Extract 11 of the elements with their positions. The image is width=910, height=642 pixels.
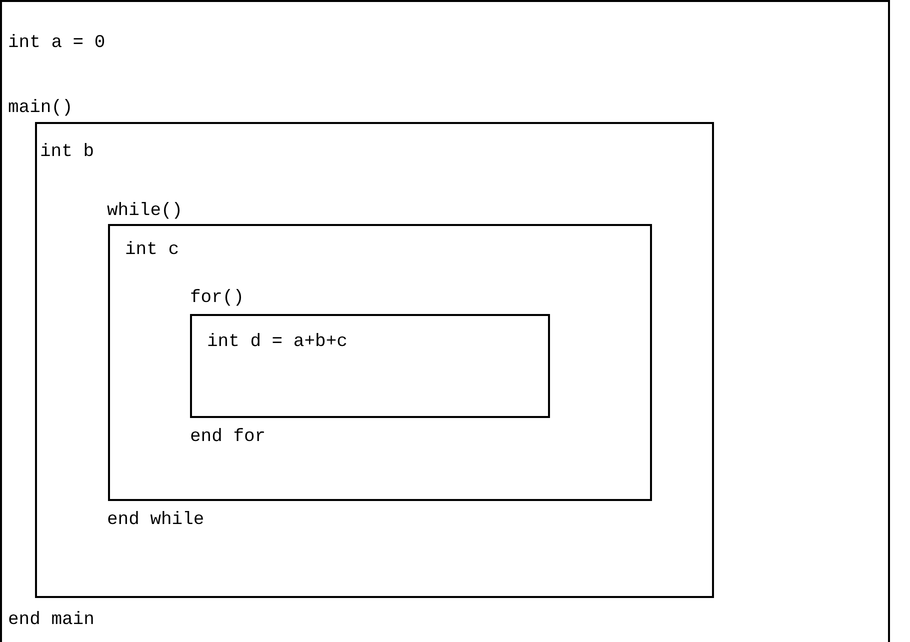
code-line: end while xyxy=(107,509,204,531)
code-line: for() xyxy=(190,287,244,309)
code-line: int c xyxy=(125,239,180,261)
scope-box xyxy=(0,0,890,642)
code-line: end main xyxy=(8,609,94,631)
code-line: main() xyxy=(8,97,73,119)
code-line: int b xyxy=(40,141,94,163)
code-line: while() xyxy=(107,200,183,222)
code-line: int a = 0 xyxy=(8,32,106,54)
code-line: int d = a+b+c xyxy=(207,331,348,353)
code-line: end for xyxy=(190,426,266,448)
